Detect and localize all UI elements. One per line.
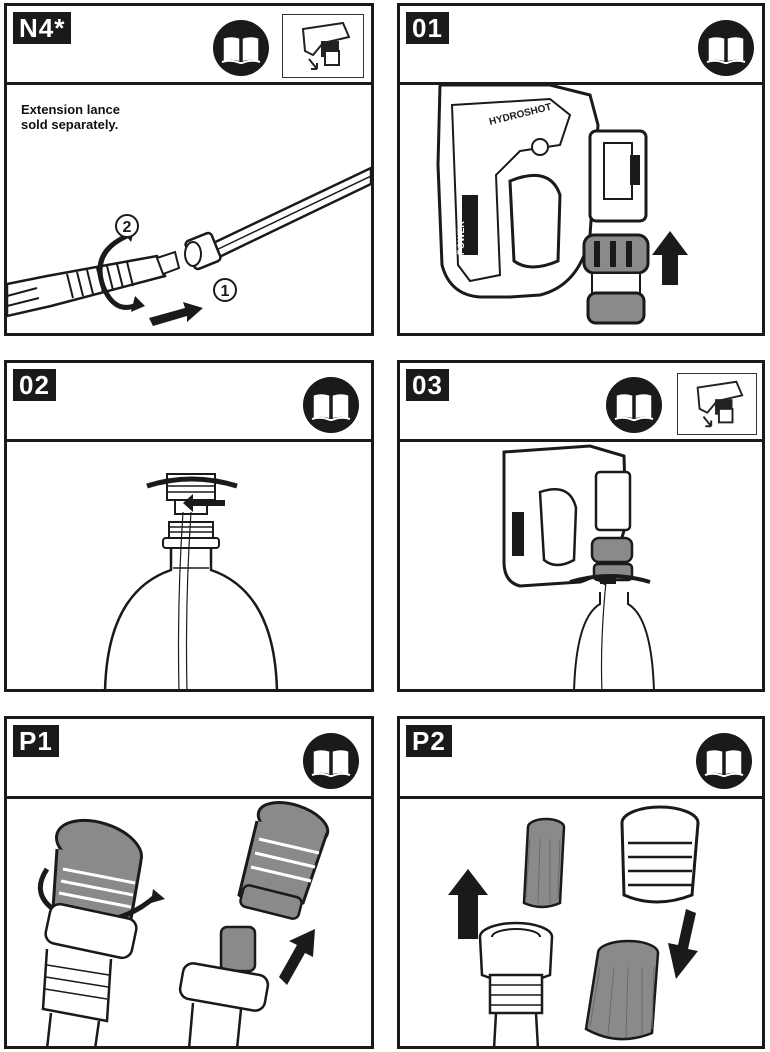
- manual-book-icon: [303, 733, 359, 789]
- panel-02: 02: [4, 360, 374, 692]
- manual-book-icon: [698, 20, 754, 76]
- panel-03: 03: [397, 360, 765, 692]
- panel-p2: P2: [397, 716, 765, 1049]
- panel-header: P2: [400, 719, 762, 799]
- step-badge: N4*: [13, 12, 72, 44]
- device-thumbnail-icon: [282, 14, 364, 78]
- panel-header: 02: [7, 363, 371, 442]
- filter-replace-illustration: [448, 805, 700, 1046]
- step-badge: P2: [406, 725, 452, 757]
- step-number-1: 1: [221, 283, 230, 300]
- lance-attach-illustration: 2 1: [7, 166, 371, 326]
- extension-lance-note: Extension lance sold separately.: [21, 102, 120, 132]
- panel-n4: N4* Extension lance sold separately.: [4, 3, 374, 336]
- manual-book-icon: [213, 20, 269, 76]
- panel-header: 03: [400, 363, 762, 442]
- panel-p1: P1: [4, 716, 374, 1049]
- step-badge: 01: [406, 12, 449, 44]
- step-badge: P1: [13, 725, 59, 757]
- brand-text-2: POWER: [456, 220, 466, 255]
- step-number-2: 2: [123, 219, 132, 236]
- panel-header: P1: [7, 719, 371, 799]
- manual-book-icon: [303, 377, 359, 433]
- pressure-gun-connect-illustration: HYDROSHOT POWER: [436, 85, 688, 325]
- manual-book-icon: [606, 377, 662, 433]
- manual-book-icon: [696, 733, 752, 789]
- panel-header: N4*: [7, 6, 371, 85]
- step-badge: 02: [13, 369, 56, 401]
- bottle-adapter-illustration: [103, 473, 279, 689]
- step-badge: 03: [406, 369, 449, 401]
- gun-on-bottle-illustration: [502, 444, 655, 689]
- panel-01: 01 HYDROSHOT POWER: [397, 3, 765, 336]
- filter-unscrew-illustration: [37, 801, 330, 1046]
- panel-header: 01: [400, 6, 762, 85]
- device-thumbnail-icon: [677, 373, 757, 435]
